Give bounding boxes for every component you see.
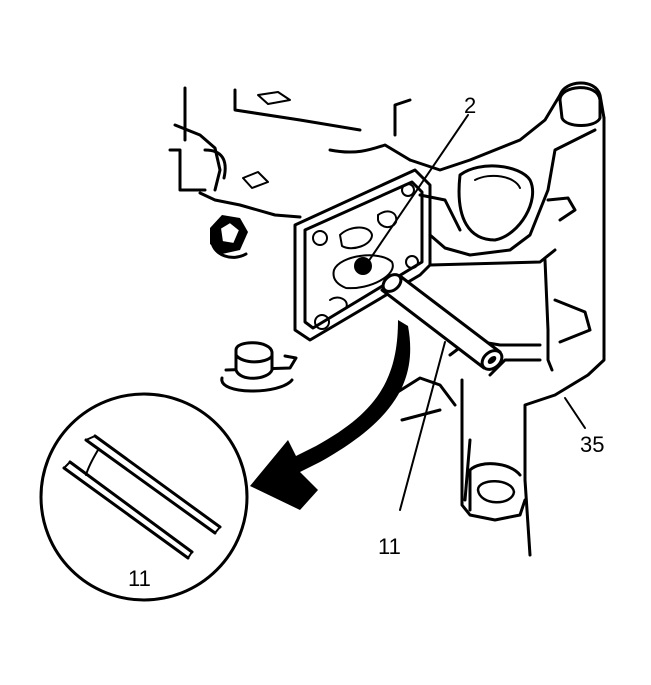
detail-arrow: [250, 320, 411, 510]
leader-pin: [399, 341, 446, 511]
detail-view: [39, 392, 249, 602]
callout-pin: 11: [378, 534, 401, 559]
leader-lines: [367, 114, 586, 511]
gasket-plate: [293, 168, 432, 342]
housing: [383, 81, 606, 557]
lower-bolt: [220, 341, 298, 393]
callout-detail-pin: 11: [128, 566, 151, 591]
roll-pin: [380, 273, 504, 371]
callout-gasket: 2: [464, 93, 476, 118]
detail-pin-upper: [84, 438, 217, 535]
detail-pin-lower: [62, 466, 190, 560]
engine-block: [168, 86, 412, 219]
bolt: [210, 215, 248, 259]
leader-housing: [564, 397, 586, 429]
leader-gasket: [367, 114, 469, 263]
callout-housing: 35: [580, 432, 604, 457]
